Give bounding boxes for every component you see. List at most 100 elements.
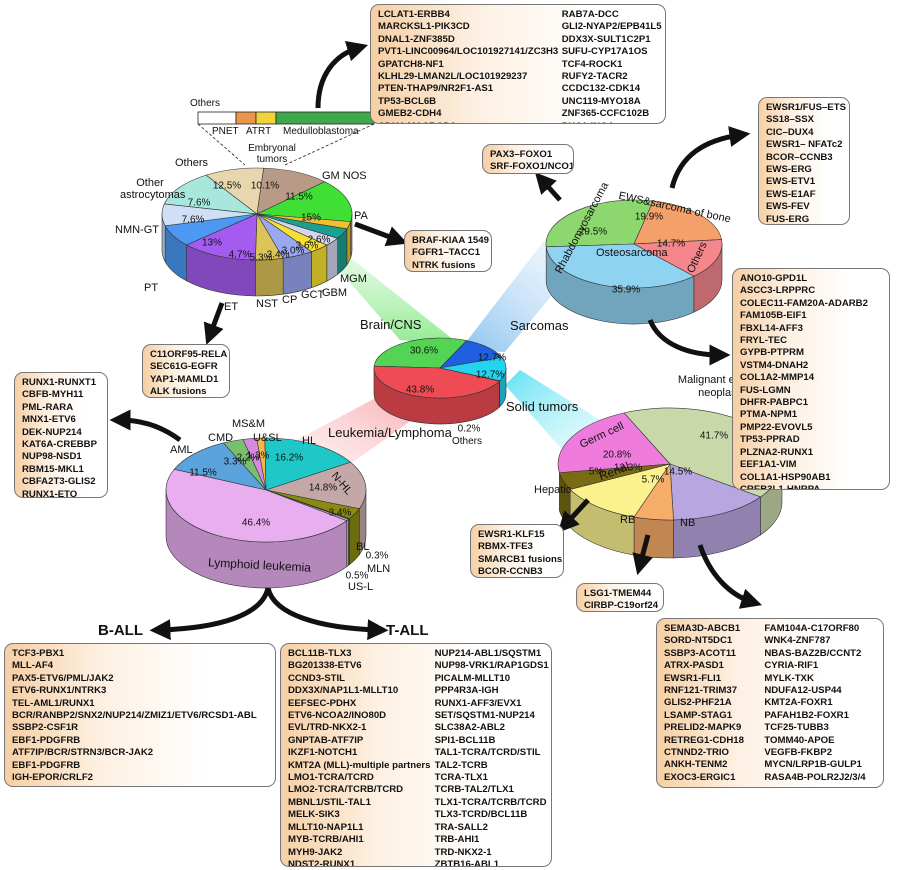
brain-gm-nos-slice [256, 167, 326, 215]
center-pct-solid: 12.7% [475, 369, 505, 381]
brain-label-nmn-gt: NMN-GT [115, 224, 159, 236]
leuk-label-bl: BL [356, 541, 370, 553]
fusion-gene: C11ORF95-RELA [150, 349, 228, 360]
solid-pct-nb: 14.5% [663, 466, 693, 478]
fusion-gene: TEL-AML1/RUNX1 [12, 697, 95, 709]
fusion-gene: KLHL29-LMAN2L/LOC101929237 [378, 71, 528, 83]
bar-leader-right [284, 123, 375, 166]
fusion-gene: ATF7IP/BCR/STRN3/BCR-JAK2 [12, 747, 154, 759]
fusion-gene: ETV6-RUNX1/NTRK3 [12, 685, 107, 697]
leuk-pct-usl: 1.3% [246, 450, 270, 462]
fusion-gene: MYH9-JAK2 [288, 846, 343, 858]
fusion-gene: RUNX1-RUNXT1 [22, 377, 97, 388]
fusion-gene: IKZF1-NOTCH1 [288, 747, 358, 759]
fusion-gene: NUP98-NSD1 [22, 451, 82, 463]
fusion-gene: PTMA-NPM1 [740, 409, 798, 421]
leuk-pct-cmd: 3.3% [223, 456, 247, 468]
brain-cp-side [311, 244, 328, 289]
fusion-gene: KAT6A-CREBBP [22, 439, 97, 451]
fusion-gene: EVL/TRD-NKX2-1 [288, 722, 367, 734]
solid-pct-rb: 5.7% [641, 474, 665, 486]
brain-label-gbm: GBM [322, 287, 348, 299]
brain-pct-others: 12.5% [212, 180, 242, 192]
brain-pct-gm-nos: 11.5% [285, 191, 313, 203]
center-pct-brain: 30.6% [409, 345, 439, 357]
sarcoma-label-osteo: Osteosarcoma [596, 247, 668, 259]
bar-atrt-segment [255, 111, 277, 125]
fusion-gene: TAL1-TCRA/TCRD/STIL [434, 747, 541, 759]
fusion-gene: UNC119-MYO18A [561, 95, 641, 107]
fusion-gene: TRB-AHI1 [434, 834, 480, 846]
fusion-gene: EWS-E1AF [766, 188, 816, 200]
fusion-gene: CREB3L1-HNRPA [740, 483, 821, 490]
brain-label-others: Others [175, 157, 209, 169]
fusion-gene: PAX3–FOXO1 [490, 149, 553, 160]
brain-pt-slice [185, 213, 258, 261]
leuk-label-mln: MLN [367, 563, 391, 575]
center-label-others: Others [452, 436, 483, 447]
fusion-gene: LCLAT1-ERBB4 [378, 9, 450, 20]
brain-label-nst: NST [256, 298, 278, 310]
fusion-gene: VEGFB-FKBP2 [764, 747, 833, 759]
fusion-gene: EWSR1-FLI1 [664, 672, 722, 684]
fusion-gene: DDX3X-SULT1C2P1 [561, 33, 651, 45]
fusion-gene: FRYL-TEC [740, 335, 788, 347]
brain-pct-mgm: 2.6% [307, 234, 331, 246]
brain-label-pa: PA [354, 210, 368, 222]
sarcoma-ews-slice [633, 200, 722, 245]
fusion-gene: RAB7A-DCC [561, 9, 619, 20]
fusion-gene: NDUFA12-USP44 [764, 685, 842, 697]
fusion-gene: BCL11B-TLX3 [288, 648, 352, 659]
branch-label-ball: B-ALL [98, 622, 143, 639]
fusion-gene: RNF121-TRIM37 [664, 685, 738, 697]
brain-et-side [255, 257, 284, 297]
fusion-gene: GLIS2-PHF21A [664, 697, 732, 709]
fusion-gene: ANKH-TENM2 [664, 759, 728, 771]
fusion-gene: MARCKSL1-PIK3CD [378, 21, 470, 33]
fusion-gene: PAX5-ETV6/PML/JAK2 [12, 672, 114, 684]
leuk-label-msm: MS&M [232, 418, 265, 430]
fusion-gene: SORD-NT5DC1 [664, 635, 733, 647]
arrow-to-tall-box [265, 587, 389, 641]
bar-label-atrt: ATRT [246, 126, 272, 137]
fusion-gene: COL1A2-MMP14 [740, 372, 815, 384]
fusion-gene: BCOR–CCNB3 [766, 151, 833, 163]
fusion-gene: MBNL1/STIL-TAL1 [288, 796, 371, 808]
brain-label-pt: PT [144, 282, 159, 294]
fusion-gene: CTNND2-TRIO [664, 747, 730, 759]
brain-pct-pa: 15% [300, 212, 322, 224]
fusion-gene: RBM15-MKL1 [22, 463, 84, 475]
brain-others-slice [163, 174, 259, 215]
fusion-gene: TCRB-TAL2/TLX1 [434, 784, 514, 796]
fusion-gene: RETREG1-CDH18 [664, 734, 744, 746]
solid-pct-renal: 12.3% [613, 462, 643, 474]
center-pie [373, 337, 507, 425]
leuk-aml-slice [173, 442, 267, 491]
fusion-gene: EEFSEC-PDHX [288, 697, 357, 709]
fusion-gene: GYPB-PTPRM [740, 347, 804, 359]
leuk-pct-usl2: 0.5% [345, 570, 369, 582]
fusion-gene: ATRX-PASD1 [664, 660, 724, 672]
fusion-gene: SLC38A2-ABL2 [434, 722, 505, 734]
fusion-gene: SET/SQSTM1-NUP214 [434, 710, 535, 722]
solid-label-hepatic: Hepatic [534, 484, 572, 496]
solid-hepatic-slice [558, 463, 671, 490]
fusion-gene: GPATCH8-NF1 [378, 58, 444, 70]
leuk-lymphoid-slice [165, 469, 348, 543]
fusion-gene: PMP22-EVOVL5 [740, 421, 813, 433]
fusion-gene: EXOC3-ERGIC1 [664, 771, 736, 783]
brain-pct-nst: 5.3% [249, 252, 273, 264]
brain-label-embryonal: Embryonal tumors [248, 143, 296, 165]
